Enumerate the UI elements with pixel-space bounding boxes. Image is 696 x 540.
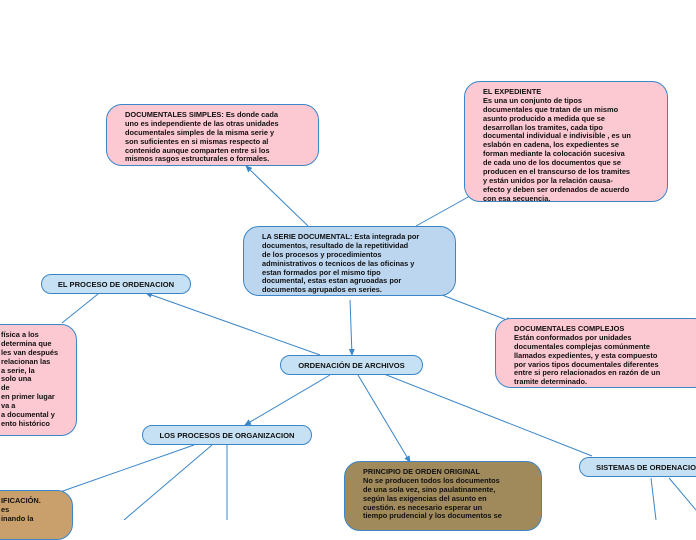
connector-lines [59,165,696,520]
line-procesos-down-1 [123,444,213,520]
node-sistemas-de-ordenacion: SISTEMAS DE ORDENACION [579,457,696,477]
node-clasificacion: IFICACIÓN. es inando la [0,490,73,540]
line-procesos-to-clasificacion [59,444,195,493]
line-proceso-to-left [61,293,99,324]
line-serie-to-complejos [441,294,513,323]
node-principio-de-orden-original: PRINCIPIO DE ORDEN ORIGINAL No se produc… [344,461,542,531]
line-ordenacion-to-sistemas [383,373,593,457]
line-ordenacion-to-procesos [244,374,331,426]
node-el-proceso-de-ordenacion: EL PROCESO DE ORDENACION [41,274,191,294]
line-serie-to-ordenacion [348,299,355,356]
line-sistemas-down-1 [650,477,657,520]
node-documentales-complejos: DOCUMENTALES COMPLEJOS Están conformados… [495,318,696,388]
node-ordenacion-de-archivos: ORDENACIÓN DE ARCHIVOS [280,355,423,375]
node-documentales-simples: DOCUMENTALES SIMPLES: Es donde cada uno … [106,104,319,166]
line-serie-to-simples [245,165,309,227]
node-ordenacion-left: física a los determina que les van despu… [0,324,77,436]
line-ordenacion-to-principio [357,374,411,463]
node-el-expediente: EL EXPEDIENTE Es una un conjunto de tipo… [464,81,668,202]
node-los-procesos-de-organizacion: LOS PROCESOS DE ORGANIZACION [142,425,312,445]
line-serie-to-expediente [415,195,471,227]
node-la-serie-documental: LA SERIE DOCUMENTAL: Esta integrada por … [243,226,456,296]
line-sistemas-down-2 [668,477,696,511]
line-ordenacion-to-proceso [145,292,321,356]
